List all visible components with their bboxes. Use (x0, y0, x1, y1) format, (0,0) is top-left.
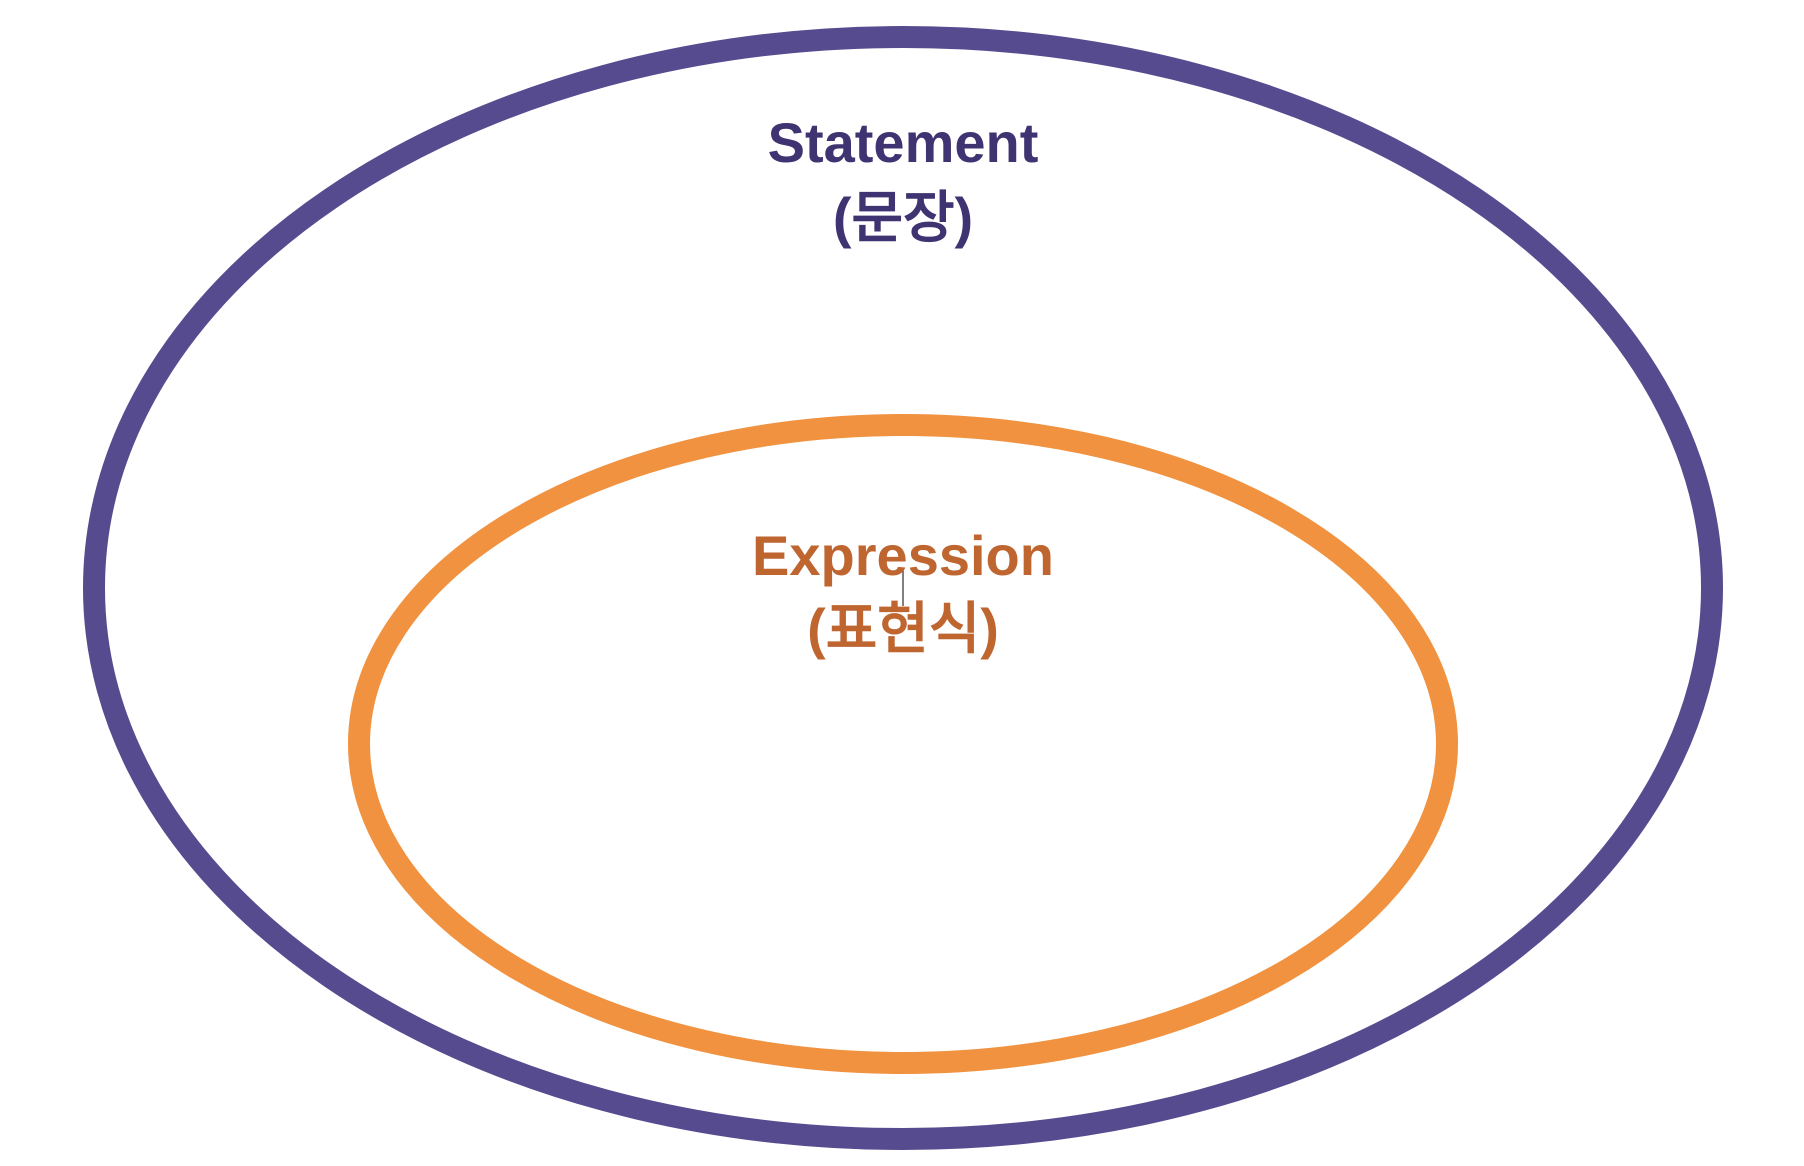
expression-ellipse (348, 414, 1458, 1074)
statement-ellipse (83, 26, 1723, 1150)
statement-korean-label: (문장) (833, 186, 973, 249)
expression-label: Expression (752, 524, 1054, 587)
expression-korean-label: (표현식) (807, 597, 999, 660)
statement-label: Statement (768, 111, 1039, 174)
